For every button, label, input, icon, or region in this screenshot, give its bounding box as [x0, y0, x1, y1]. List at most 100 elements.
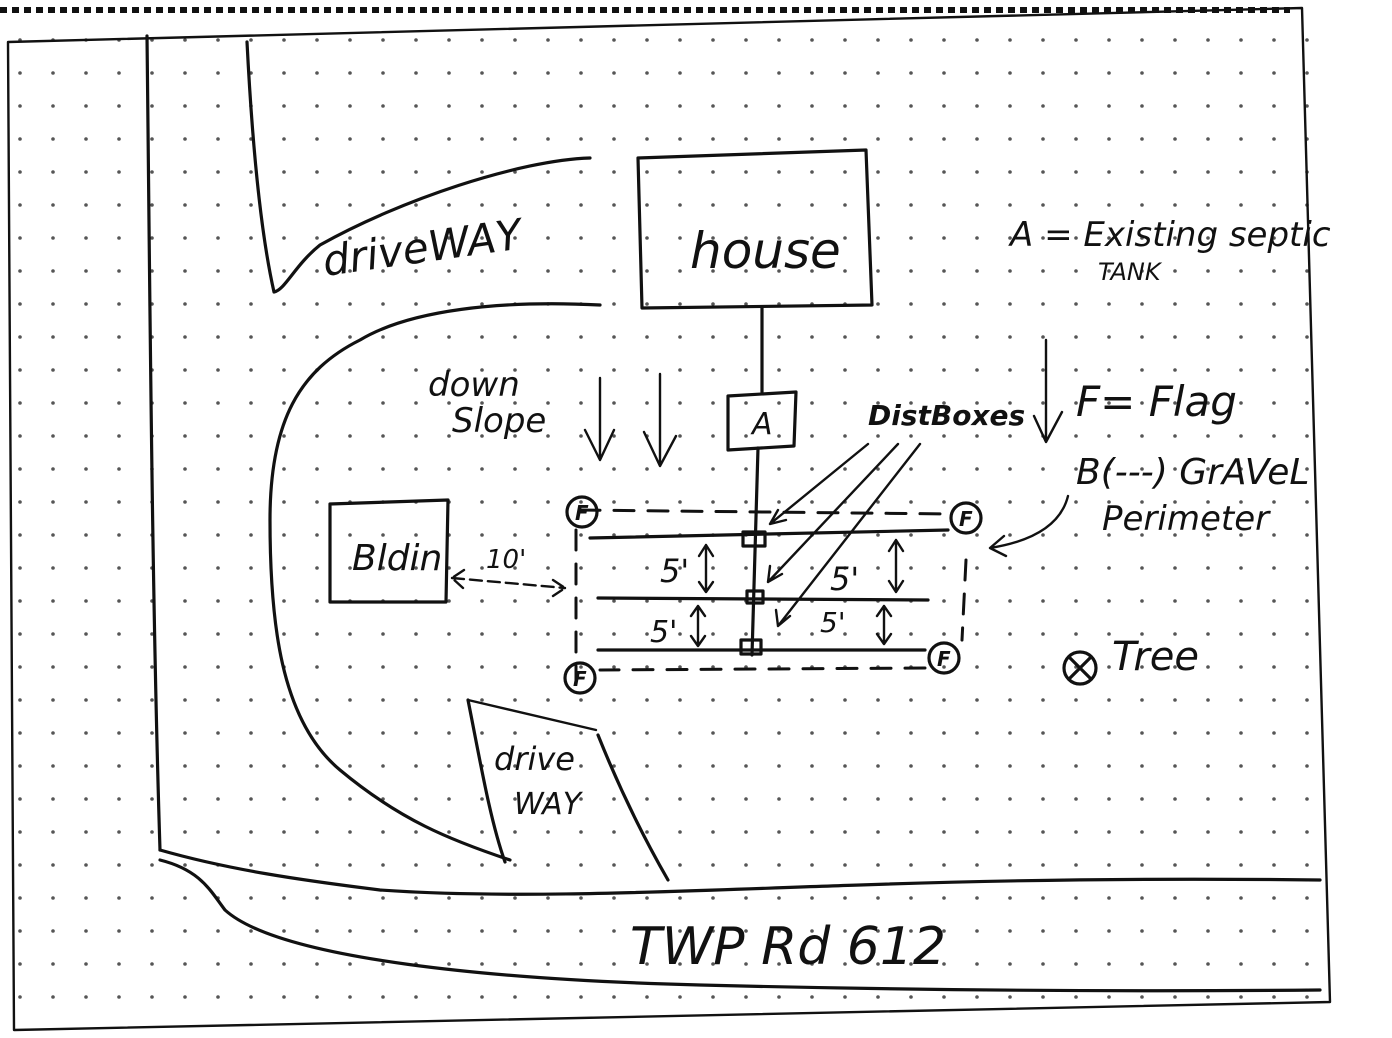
grid-dot	[678, 368, 682, 372]
grid-dot	[1305, 599, 1309, 603]
grid-dot	[183, 995, 187, 999]
grid-dot	[84, 533, 88, 537]
grid-dot	[843, 467, 847, 471]
grid-dot	[1272, 38, 1276, 42]
grid-dot	[744, 962, 748, 966]
grid-dot	[711, 269, 715, 273]
grid-dot	[348, 533, 352, 537]
grid-dot	[645, 104, 649, 108]
grid-dot	[942, 368, 946, 372]
grid-dot	[843, 71, 847, 75]
grid-dot	[876, 698, 880, 702]
grid-dot	[1206, 368, 1210, 372]
grid-dot	[513, 533, 517, 537]
grid-dot	[348, 731, 352, 735]
grid-dot	[1008, 566, 1012, 570]
grid-dot	[777, 236, 781, 240]
grid-dot	[546, 995, 550, 999]
grid-dot	[1074, 764, 1078, 768]
grid-dot	[84, 467, 88, 471]
grid-dot	[117, 170, 121, 174]
grid-dot	[1206, 434, 1210, 438]
grid-dot	[678, 632, 682, 636]
grid-dot	[447, 137, 451, 141]
grid-dot	[1239, 203, 1243, 207]
grid-dot	[480, 830, 484, 834]
grid-dot	[51, 533, 55, 537]
grid-dot	[711, 731, 715, 735]
grid-dot	[84, 71, 88, 75]
grid-dot	[1272, 698, 1276, 702]
grid-dot	[315, 764, 319, 768]
grid-dot	[216, 698, 220, 702]
grid-dot	[381, 929, 385, 933]
grid-dot	[1041, 533, 1045, 537]
driveway-lower	[466, 698, 507, 864]
grid-dot	[1305, 104, 1309, 108]
grid-dot	[117, 269, 121, 273]
grid-dot	[546, 731, 550, 735]
grid-dot	[1239, 269, 1243, 273]
grid-dot	[1206, 170, 1210, 174]
grid-dot	[18, 995, 22, 999]
grid-dot	[1239, 467, 1243, 471]
grid-dot	[810, 863, 814, 867]
grid-dot	[1173, 863, 1177, 867]
grid-dot	[84, 302, 88, 306]
grid-dot	[1272, 797, 1276, 801]
grid-dot	[612, 269, 616, 273]
grid-dot	[612, 566, 616, 570]
grid-dot	[282, 269, 286, 273]
grid-dot	[18, 467, 22, 471]
grid-dot	[777, 368, 781, 372]
grid-dot	[678, 170, 682, 174]
grid-dot	[51, 236, 55, 240]
grid-dot	[1107, 566, 1111, 570]
grid-dot	[18, 929, 22, 933]
grid-dot	[1107, 302, 1111, 306]
grid-dot	[678, 929, 682, 933]
grid-dot	[1305, 830, 1309, 834]
grid-dot	[117, 302, 121, 306]
grid-dot	[513, 566, 517, 570]
grid-dot	[777, 269, 781, 273]
grid-dot	[1206, 632, 1210, 636]
grid-dot	[942, 500, 946, 504]
grid-dot	[51, 71, 55, 75]
grid-dot	[612, 71, 616, 75]
grid-dot	[348, 38, 352, 42]
grid-dot	[711, 368, 715, 372]
grid-dot	[1206, 698, 1210, 702]
grid-dot	[1173, 302, 1177, 306]
grid-dot	[612, 731, 616, 735]
grid-dot	[1305, 929, 1309, 933]
grid-dot	[513, 500, 517, 504]
grid-dot	[381, 269, 385, 273]
grid-dot	[1206, 764, 1210, 768]
grid-dot	[975, 632, 979, 636]
grid-dot	[1305, 401, 1309, 405]
grid-dot	[150, 731, 154, 735]
grid-dot	[414, 896, 418, 900]
grid-dot	[447, 764, 451, 768]
grid-dot	[381, 830, 385, 834]
grid-dot	[1239, 830, 1243, 834]
grid-dot	[942, 38, 946, 42]
grid-dot	[546, 170, 550, 174]
grid-dot	[249, 401, 253, 405]
grid-dot	[975, 104, 979, 108]
grid-dot	[909, 929, 913, 933]
grid-dot	[150, 995, 154, 999]
grid-dot	[645, 797, 649, 801]
grid-dot	[810, 995, 814, 999]
grid-dot	[678, 665, 682, 669]
grid-dot	[1041, 467, 1045, 471]
grid-dot	[612, 104, 616, 108]
grid-dot	[711, 401, 715, 405]
grid-dot	[843, 764, 847, 768]
grid-dot	[1008, 467, 1012, 471]
grid-dot	[315, 698, 319, 702]
grid-dot	[480, 401, 484, 405]
grid-dot	[1041, 698, 1045, 702]
grid-dot	[1305, 632, 1309, 636]
